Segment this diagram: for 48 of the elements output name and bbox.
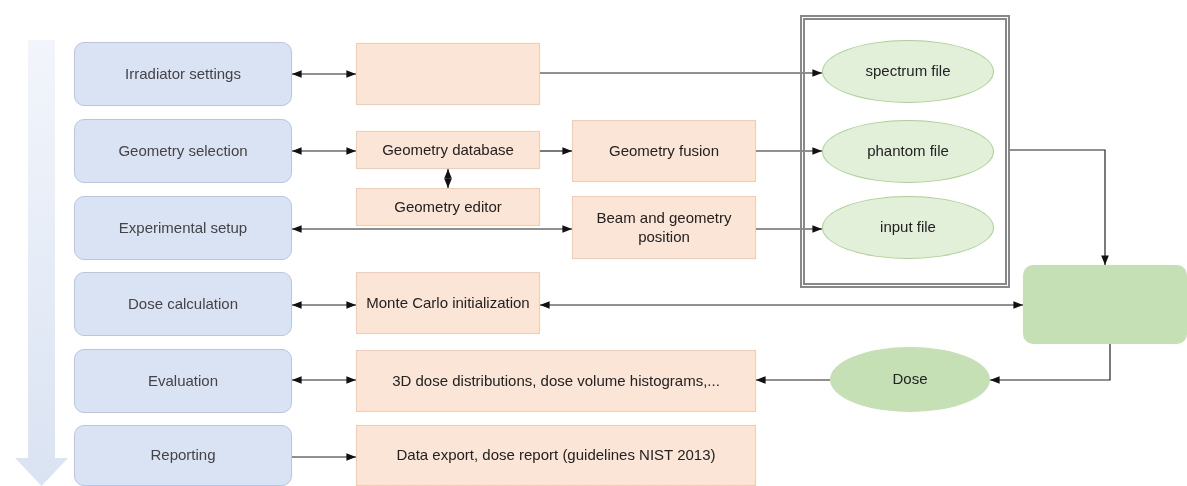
- node-label: Reporting: [150, 446, 216, 465]
- arrow: [755, 376, 831, 384]
- node-label: Monte Carlo initialization: [366, 293, 530, 313]
- arrow: [989, 343, 1111, 384]
- process-box: [356, 425, 756, 486]
- arrow: [444, 168, 452, 189]
- process-box: [356, 350, 756, 412]
- process-box: [356, 272, 540, 334]
- step-box: [74, 349, 292, 413]
- node-label: phantom file: [867, 142, 949, 161]
- arrow: [291, 453, 357, 461]
- step-box: [74, 196, 292, 260]
- node-label: Irradiator settings: [125, 64, 241, 84]
- node-label: Dose calculation: [127, 294, 239, 314]
- arrow: [291, 147, 357, 155]
- node-label: spectrum file: [865, 62, 951, 81]
- node-label: Experimental setup: [118, 218, 248, 238]
- node-label: 3D dose distributions, dose volume histograms,...: [392, 371, 720, 391]
- arrow: [291, 225, 573, 233]
- arrow: [539, 147, 573, 155]
- node-label: Geometry fusion: [608, 141, 719, 161]
- node-label: Evaluation: [147, 371, 219, 391]
- arrow: [1009, 149, 1109, 266]
- node-label: Geometry editor: [394, 197, 502, 217]
- arrow: [755, 225, 823, 233]
- group-frame: [800, 15, 1010, 288]
- arrow: [291, 70, 357, 78]
- arrow: [539, 69, 823, 77]
- process-box: [356, 131, 540, 169]
- step-box: [74, 425, 292, 486]
- node-label: Geometry database: [382, 140, 514, 160]
- arrow: [291, 376, 357, 384]
- step-box: [74, 42, 292, 106]
- process-box: [356, 43, 540, 105]
- node-label: Dose: [892, 370, 928, 389]
- step-box: [74, 272, 292, 336]
- process-box: [1023, 265, 1187, 344]
- process-box: [572, 196, 756, 259]
- node-label: Data export, dose report (guidelines NIST 2013): [396, 446, 716, 465]
- process-box: [572, 120, 756, 182]
- process-box: [356, 188, 540, 226]
- step-box: [74, 119, 292, 183]
- arrow: [291, 301, 357, 309]
- node-label: input file: [880, 218, 936, 237]
- arrow: [755, 147, 823, 155]
- node-label: Geometry selection: [118, 141, 248, 161]
- arrow: [539, 301, 1024, 309]
- node-label: Beam and geometry position: [595, 208, 733, 247]
